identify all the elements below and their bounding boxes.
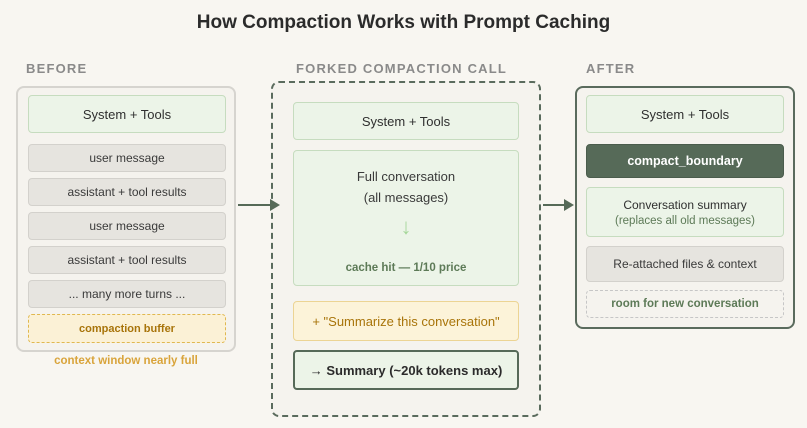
- fork-system-tools: System + Tools: [293, 102, 519, 140]
- before-system-tools: System + Tools: [28, 95, 226, 133]
- down-arrow-icon: ↓: [400, 214, 412, 239]
- full-conversation-box: Full conversation (all messages) ↓ cache…: [293, 150, 519, 286]
- fork-label: FORKED COMPACTION CALL: [296, 61, 508, 76]
- arrow-fork-to-after: [543, 199, 574, 211]
- before-message-5: ... many more turns ...: [28, 280, 226, 308]
- summary-result-box: → Summary (~20k tokens max): [293, 350, 519, 390]
- before-message-4: assistant + tool results: [28, 246, 226, 274]
- compaction-buffer: compaction buffer: [28, 314, 226, 343]
- conversation-summary-box: Conversation summary (replaces all old m…: [586, 187, 784, 237]
- all-messages-label: (all messages): [363, 190, 449, 205]
- reattached-files-box: Re-attached files & context: [586, 246, 784, 282]
- summarize-prompt-box: + "Summarize this conversation": [293, 301, 519, 341]
- cache-hit-label: cache hit — 1/10 price: [345, 262, 467, 274]
- before-message-1: user message: [28, 144, 226, 172]
- after-system-tools: System + Tools: [586, 95, 784, 133]
- context-window-caption: context window nearly full: [54, 355, 198, 367]
- full-conversation-title: Full conversation: [356, 169, 456, 184]
- before-label: BEFORE: [26, 61, 88, 76]
- room-for-new-conversation: room for new conversation: [586, 290, 784, 318]
- compact-boundary-box: compact_boundary: [586, 144, 784, 178]
- before-message-3: user message: [28, 212, 226, 240]
- diagram-title: How Compaction Works with Prompt Caching: [196, 12, 611, 33]
- arrow-before-to-fork: [238, 199, 280, 211]
- after-label: AFTER: [586, 61, 636, 76]
- before-message-2: assistant + tool results: [28, 178, 226, 206]
- conversation-summary-subtitle: (replaces all old messages): [615, 214, 755, 227]
- conversation-summary-title: Conversation summary: [623, 197, 747, 212]
